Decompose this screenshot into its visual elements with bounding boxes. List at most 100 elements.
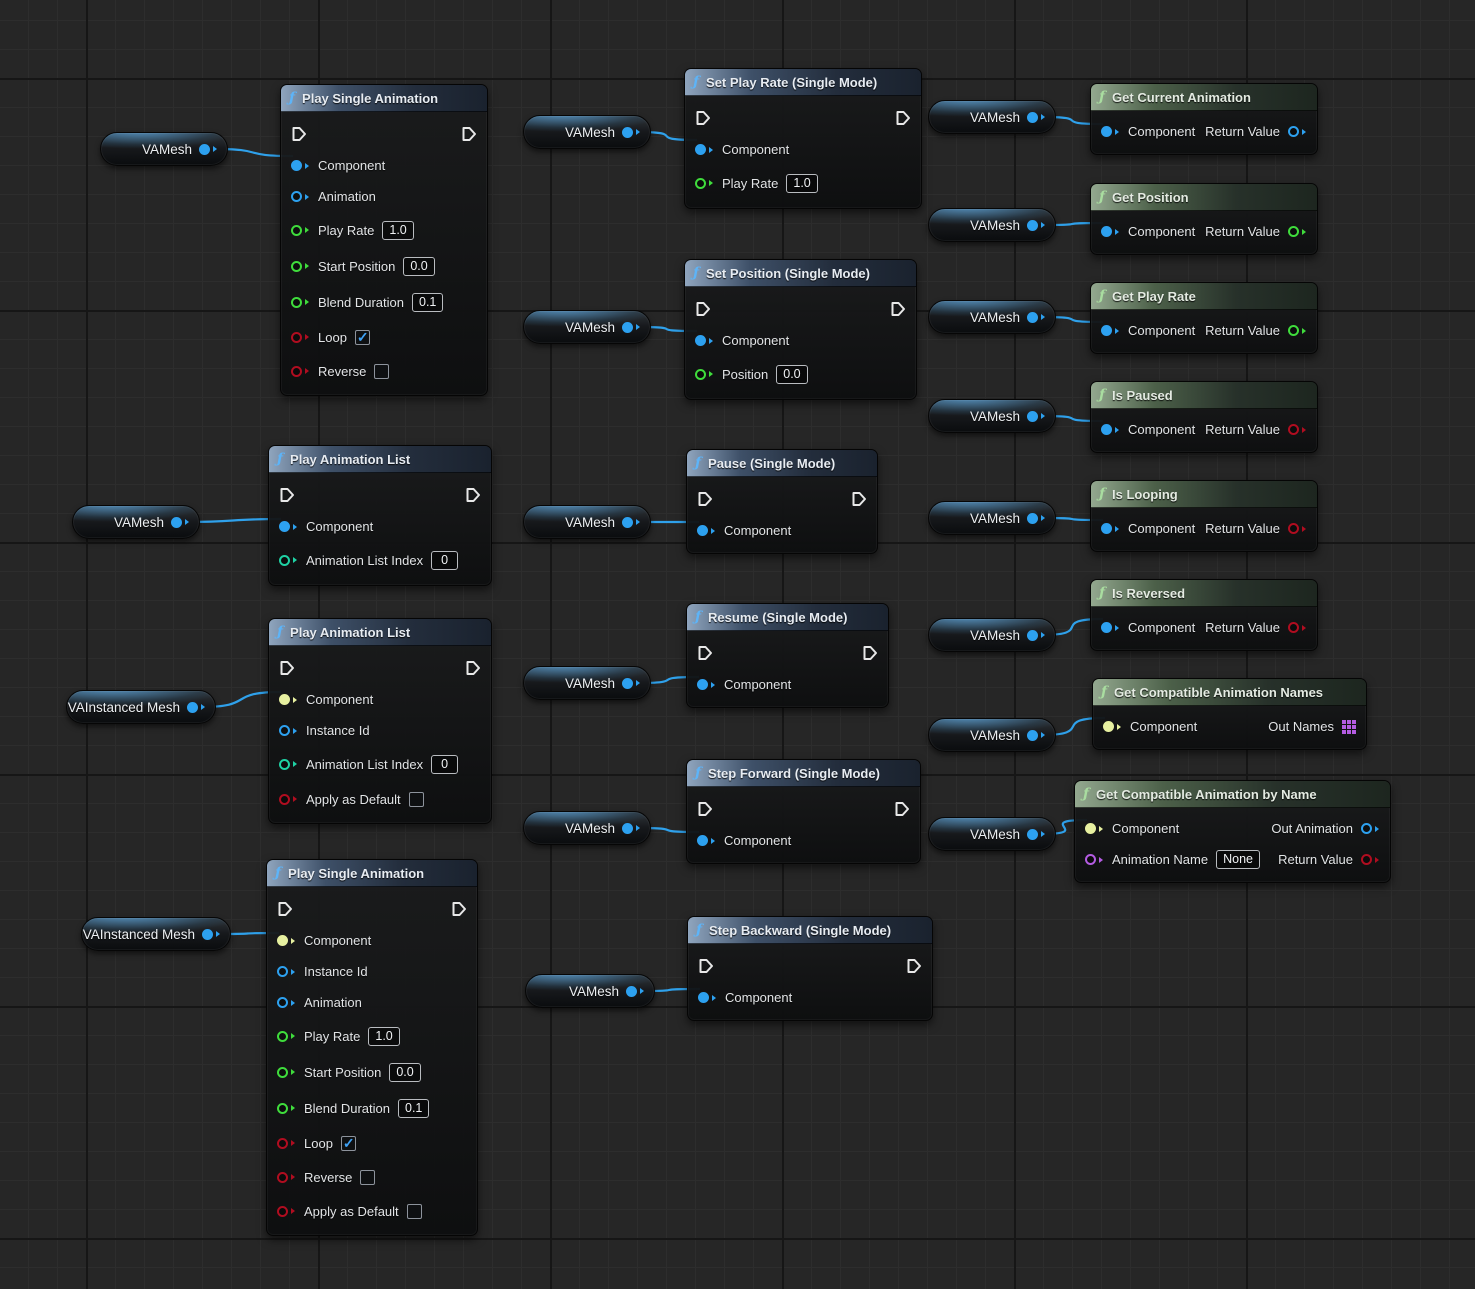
reverse-pin[interactable]: [291, 365, 302, 377]
variable-node-vamesh[interactable]: VAMesh: [928, 718, 1056, 752]
component-pin[interactable]: [697, 525, 708, 536]
exec-out-pin[interactable]: [895, 110, 911, 126]
exec-out-pin[interactable]: [465, 660, 481, 676]
component-pin[interactable]: [695, 144, 706, 155]
exec-out-pin[interactable]: [465, 487, 481, 503]
apply-as-default-pin[interactable]: [277, 1205, 288, 1217]
component-pin[interactable]: [697, 679, 708, 690]
loop-checkbox[interactable]: [354, 329, 370, 346]
component-pin[interactable]: [697, 835, 708, 846]
variable-output-pin[interactable]: [187, 701, 198, 713]
exec-out-pin[interactable]: [890, 301, 906, 317]
return-value-pin[interactable]: [1288, 126, 1299, 137]
instance-id-pin[interactable]: [277, 966, 288, 977]
reverse-checkbox[interactable]: [360, 1169, 376, 1185]
component-pin[interactable]: [1101, 622, 1112, 633]
play-rate-pin[interactable]: [291, 224, 302, 236]
apply-as-default-pin[interactable]: [279, 793, 290, 805]
animation-name-value-input[interactable]: None: [1216, 850, 1260, 869]
return-value-pin[interactable]: [1288, 622, 1299, 633]
variable-node-vamesh[interactable]: VAMesh: [928, 399, 1056, 433]
return-value-pin[interactable]: [1288, 523, 1299, 534]
play-rate-value-input[interactable]: 1.0: [786, 173, 818, 193]
variable-node-vamesh[interactable]: VAMesh: [523, 811, 651, 845]
variable-output-pin[interactable]: [622, 126, 633, 138]
variable-node-vamesh[interactable]: VAMesh: [928, 501, 1056, 535]
position-pin[interactable]: [695, 368, 706, 380]
return-value-pin[interactable]: [1361, 854, 1372, 865]
exec-in-pin[interactable]: [698, 958, 714, 974]
play-rate-pin[interactable]: [277, 1030, 288, 1042]
component-pin[interactable]: [1101, 226, 1112, 237]
variable-output-pin[interactable]: [626, 985, 637, 997]
variable-node-vamesh[interactable]: VAMesh: [100, 132, 228, 166]
variable-node-vamesh[interactable]: VAMesh: [523, 310, 651, 344]
exec-out-pin[interactable]: [862, 645, 878, 661]
component-pin[interactable]: [1101, 523, 1112, 534]
variable-output-pin[interactable]: [202, 928, 213, 940]
exec-in-pin[interactable]: [697, 645, 713, 661]
variable-output-pin[interactable]: [1027, 410, 1038, 422]
variable-output-pin[interactable]: [622, 321, 633, 333]
variable-output-pin[interactable]: [1027, 512, 1038, 524]
loop-pin[interactable]: [277, 1137, 288, 1149]
exec-out-pin[interactable]: [851, 491, 867, 507]
exec-in-pin[interactable]: [279, 487, 295, 503]
variable-output-pin[interactable]: [199, 143, 210, 155]
variable-node-vamesh[interactable]: VAMesh: [928, 300, 1056, 334]
exec-out-pin[interactable]: [894, 801, 910, 817]
exec-in-pin[interactable]: [697, 801, 713, 817]
return-value-pin[interactable]: [1288, 424, 1299, 435]
exec-out-pin[interactable]: [906, 958, 922, 974]
exec-in-pin[interactable]: [695, 110, 711, 126]
component-pin[interactable]: [279, 694, 290, 705]
variable-node-vamesh[interactable]: VAMesh: [523, 666, 651, 700]
out-animation-pin[interactable]: [1361, 823, 1372, 834]
animation-list-index-pin[interactable]: [279, 554, 290, 566]
variable-output-pin[interactable]: [622, 677, 633, 689]
exec-in-pin[interactable]: [279, 660, 295, 676]
exec-out-pin[interactable]: [451, 901, 467, 917]
loop-pin[interactable]: [291, 331, 302, 343]
return-value-pin[interactable]: [1288, 325, 1299, 336]
play-rate-value-input[interactable]: 1.0: [382, 220, 414, 240]
start-position-value-input[interactable]: 0.0: [403, 256, 435, 276]
variable-node-vainstanced-mesh[interactable]: VAInstanced Mesh: [81, 917, 231, 951]
position-value-input[interactable]: 0.0: [776, 364, 808, 384]
variable-output-pin[interactable]: [622, 822, 633, 834]
variable-node-vamesh[interactable]: VAMesh: [523, 115, 651, 149]
reverse-pin[interactable]: [277, 1171, 288, 1183]
variable-output-pin[interactable]: [1027, 311, 1038, 323]
out-names-pin[interactable]: [1342, 719, 1346, 724]
blend-duration-pin[interactable]: [291, 296, 302, 308]
blend-duration-pin[interactable]: [277, 1102, 288, 1114]
play-rate-pin[interactable]: [695, 177, 706, 189]
variable-output-pin[interactable]: [171, 516, 182, 528]
reverse-checkbox[interactable]: [374, 363, 390, 379]
apply-as-default-checkbox[interactable]: [408, 791, 424, 807]
